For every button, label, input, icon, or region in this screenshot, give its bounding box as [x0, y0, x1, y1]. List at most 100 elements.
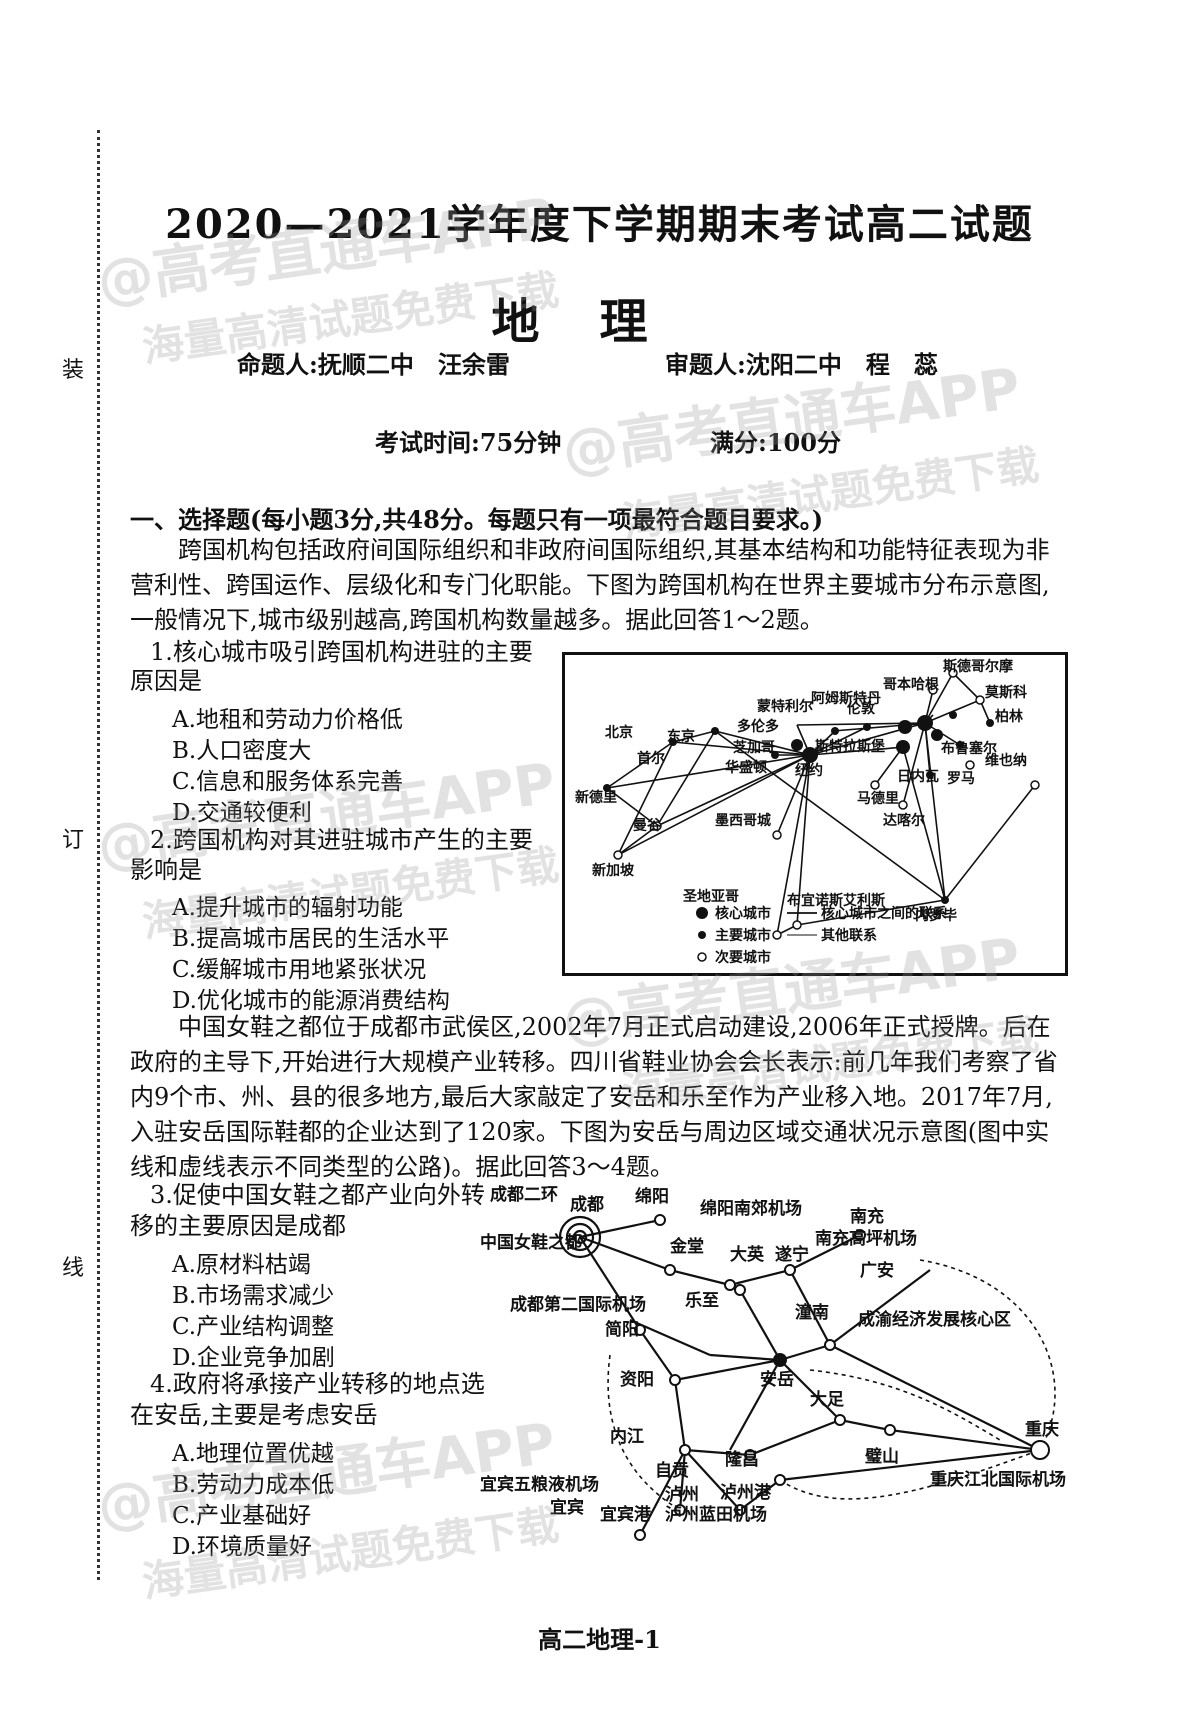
label-nanchong: 南充 — [850, 1206, 884, 1227]
q1-option-a[interactable]: A.地租和劳动力价格低 — [172, 707, 403, 733]
q1-option-c[interactable]: C.信息和服务体系完善 — [172, 769, 404, 795]
binding-line — [97, 130, 100, 1580]
core-city-paris — [917, 715, 933, 731]
label-ziyang: 资阳 — [620, 1369, 654, 1390]
margin-char-zhuang: 装 — [62, 358, 85, 383]
label-toronto: 多伦多 — [737, 718, 779, 735]
label-nanchong-airport: 南充高坪机场 — [815, 1228, 917, 1249]
label-guangan: 广安 — [860, 1260, 894, 1281]
label-washington: 华盛顿 — [725, 759, 767, 776]
q2-stem-line2: 影响是 — [130, 856, 202, 884]
intro-paragraph-2: 中国女鞋之都位于成都市武侯区,2002年7月正式启动建设,2006年正式授牌。后… — [130, 1013, 1058, 1181]
q3-option-a[interactable]: A.原材料枯竭 — [172, 1252, 311, 1278]
q3-option-d[interactable]: D.企业竞争加剧 — [172, 1345, 335, 1371]
label-geneva: 日内瓦 — [897, 768, 939, 785]
label-ring: 成都二环 — [490, 1184, 558, 1205]
page-footer: 高二地理-1 — [538, 1625, 661, 1654]
label-lezhi: 乐至 — [685, 1291, 719, 1311]
q1-option-b[interactable]: B.人口密度大 — [172, 738, 312, 764]
map1-legend: 核心城市 主要城市 次要城市 核心城市之间的联系 其他联系 — [696, 905, 947, 966]
label-anyue: 安岳 — [760, 1369, 794, 1390]
map2-other-roads — [607, 1259, 1056, 1511]
label-luzhou-airport: 泸州蓝田机场 — [665, 1504, 767, 1525]
label-singapore: 新加坡 — [592, 862, 635, 879]
reviewer-line: 审题人:沈阳二中 程 蕊 — [665, 350, 938, 379]
label-montreal: 蒙特利尔 — [757, 698, 813, 715]
q4-option-c[interactable]: C.产业基础好 — [172, 1503, 312, 1529]
label-mianyang: 绵阳 — [635, 1186, 669, 1207]
label-strasbourg: 斯特拉斯堡 — [815, 738, 885, 755]
exam-time: 考试时间:75分钟 — [375, 428, 562, 457]
world-city-map-svg: 斯德哥尔摩 哥本哈根 阿姆斯特丹 莫斯科 蒙特利尔 伦敦 多伦多 芝加哥 柏林 … — [575, 658, 1040, 966]
label-mexicocity: 墨西哥城 — [715, 812, 771, 829]
q4-option-a[interactable]: A.地理位置优越 — [172, 1441, 334, 1467]
core-city-geneva — [896, 740, 910, 754]
map1-links — [606, 672, 1036, 936]
anyue-transport-map: 成都二环 成都 绵阳 绵阳南郊机场 中国女鞋之都 金堂 大英 遂宁 南充 南充高… — [480, 1180, 1100, 1580]
margin-char-ding: 订 — [62, 828, 85, 853]
label-newdelhi: 新德里 — [575, 789, 617, 806]
label-madrid: 马德里 — [857, 790, 899, 807]
margin-char-xian: 线 — [62, 1256, 85, 1281]
section-heading: 一、选择题(每小题3分,共48分。每题只有一项最符合题目要求。) — [130, 505, 824, 534]
label-bishan: 璧山 — [865, 1446, 899, 1467]
map1-minor-cities — [613, 668, 1040, 940]
label-jintang: 金堂 — [669, 1236, 704, 1257]
label-brussels: 布鲁塞尔 — [941, 740, 997, 757]
label-chengdu: 成都 — [570, 1194, 604, 1215]
q3-stem-line1: 3.促使中国女鞋之都产业向外转 — [150, 1181, 485, 1209]
label-tongnan: 潼南 — [795, 1302, 829, 1323]
full-score: 满分:100分 — [710, 428, 841, 457]
q2-stem-line1: 2.跨国机构对其进驻城市产生的主要 — [150, 826, 533, 854]
legend-main: 主要城市 — [715, 927, 771, 944]
label-london: 伦敦 — [847, 700, 876, 717]
label-nairobi: 内罗毕 — [915, 907, 957, 924]
label-stockholm: 斯德哥尔摩 — [943, 658, 1014, 675]
anyue-transport-map-svg: 成都二环 成都 绵阳 绵阳南郊机场 中国女鞋之都 金堂 大英 遂宁 南充 南充高… — [480, 1184, 1066, 1541]
label-newyork: 纽约 — [795, 762, 823, 779]
label-dayin: 大英 — [730, 1244, 765, 1265]
core-city-newyork — [802, 747, 818, 763]
label-seoul: 首尔 — [637, 750, 665, 767]
label-buenosaires: 布宜诺斯艾利斯 — [787, 892, 885, 909]
map1-core-cities — [791, 715, 943, 763]
intro-paragraph-1: 跨国机构包括政府间国际组织和非政府间国际组织,其基本结构和功能特征表现为非营利性… — [130, 536, 1050, 634]
legend-other-link: 其他联系 — [821, 927, 877, 944]
label-luzhou: 泸州 — [665, 1485, 699, 1505]
label-santiago: 圣地亚哥 — [682, 888, 739, 905]
q4-option-b[interactable]: B.劳动力成本低 — [172, 1472, 335, 1498]
label-yibin-port: 宜宾港 — [600, 1504, 652, 1525]
q3-option-c[interactable]: C.产业结构调整 — [172, 1314, 335, 1340]
q2-option-b[interactable]: B.提高城市居民的生活水平 — [172, 926, 450, 952]
label-zigong: 自贡 — [655, 1460, 689, 1481]
q2-option-a[interactable]: A.提升城市的辐射功能 — [172, 895, 403, 921]
q1-stem-line1: 1.核心城市吸引跨国机构进驻的主要 — [150, 638, 533, 666]
q3-option-b[interactable]: B.市场需求减少 — [172, 1283, 335, 1309]
label-neijiang: 内江 — [610, 1426, 644, 1447]
label-luzhou-port: 泸州港 — [720, 1482, 772, 1503]
legend-core-link: 核心城市之间的联系 — [821, 905, 947, 922]
q4-option-d[interactable]: D.环境质量好 — [172, 1534, 312, 1560]
q3-stem-line2: 移的主要原因是成都 — [130, 1212, 346, 1240]
anyue-marker — [773, 1353, 787, 1367]
label-rome: 罗马 — [947, 771, 975, 787]
label-jianyang: 简阳 — [605, 1319, 639, 1340]
subject-title: 地理 — [491, 294, 708, 350]
label-mianyang-airport: 绵阳南郊机场 — [700, 1198, 802, 1219]
label-yibin: 宜宾 — [550, 1497, 584, 1518]
legend-minor: 次要城市 — [715, 949, 771, 966]
label-vienna: 维也纳 — [985, 752, 1027, 769]
label-chengdu-airport2: 成都第二国际机场 — [510, 1294, 646, 1315]
label-yibin-airport: 宜宾五粮液机场 — [480, 1474, 599, 1495]
map1-main-cities — [603, 711, 994, 904]
q1-option-d[interactable]: D.交通较便利 — [172, 800, 312, 826]
q2-option-d[interactable]: D.优化城市的能源消费结构 — [172, 988, 450, 1014]
label-zone: 成渝经济发展核心区 — [858, 1309, 1011, 1330]
author-line: 命题人:抚顺二中 汪余雷 — [237, 350, 510, 379]
label-dazu: 大足 — [810, 1389, 844, 1410]
q2-option-c[interactable]: C.缓解城市用地紧张状况 — [172, 957, 427, 983]
label-dakar: 达喀尔 — [883, 812, 925, 829]
label-longchang: 隆昌 — [725, 1449, 759, 1470]
q4-stem-line1: 4.政府将承接产业转移的地点选 — [150, 1370, 485, 1398]
core-city-washington — [791, 739, 803, 751]
